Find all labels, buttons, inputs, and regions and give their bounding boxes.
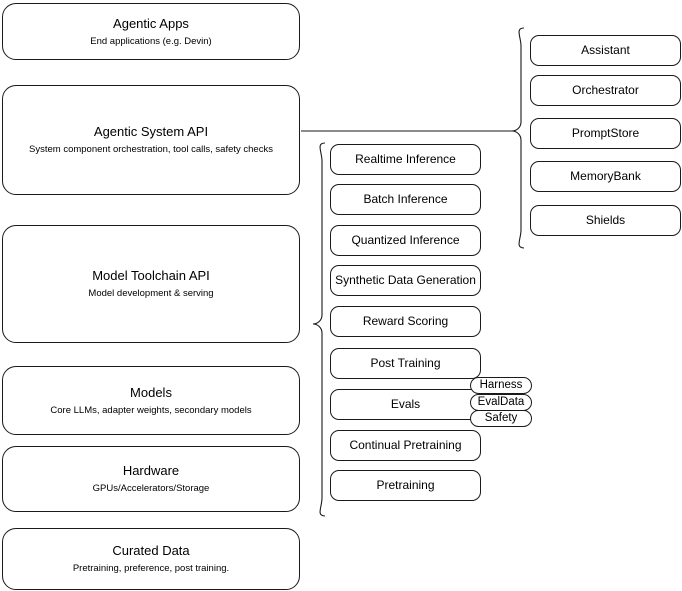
- evals-badge[interactable]: Harness: [470, 377, 532, 394]
- toolchain-item[interactable]: Reward Scoring: [330, 306, 481, 337]
- layer-title: Models: [130, 384, 172, 400]
- toolchain-brace: [312, 142, 326, 517]
- layer-title: Curated Data: [112, 543, 190, 558]
- layer-subtitle: GPUs/Accelerators/Storage: [92, 483, 210, 494]
- system-component-item[interactable]: Shields: [530, 205, 681, 236]
- layer-subtitle: Pretraining, preference, post training.: [72, 563, 230, 574]
- toolchain-item[interactable]: Batch Inference: [330, 184, 481, 215]
- toolchain-item[interactable]: Pretraining: [330, 470, 481, 501]
- toolchain-item[interactable]: Post Training: [330, 348, 481, 379]
- system-component-item[interactable]: PromptStore: [530, 118, 681, 149]
- system-brace: [511, 27, 525, 249]
- layer-card-model-toolchain-api[interactable]: Model Toolchain API Model development & s…: [2, 225, 300, 343]
- layer-subtitle: System component orchestration, tool cal…: [29, 144, 273, 155]
- layer-title: Hardware: [122, 463, 180, 478]
- layer-subtitle: Model development & serving: [88, 288, 214, 299]
- layer-title: Agentic Apps: [113, 15, 189, 31]
- toolchain-item[interactable]: Evals: [330, 389, 481, 420]
- layer-title: Model Toolchain API: [92, 268, 210, 283]
- layer-card-agentic-system-api[interactable]: Agentic System API System component orche…: [2, 85, 300, 195]
- toolchain-item[interactable]: Realtime Inference: [330, 144, 481, 175]
- system-component-item[interactable]: Assistant: [530, 35, 681, 66]
- system-component-item[interactable]: Orchestrator: [530, 75, 681, 106]
- toolchain-item[interactable]: Synthetic Data Generation: [330, 265, 481, 296]
- evals-badge[interactable]: Safety: [470, 410, 532, 427]
- layer-subtitle: Core LLMs, adapter weights, secondary mo…: [50, 404, 252, 416]
- system-component-item[interactable]: MemoryBank: [530, 161, 681, 192]
- layer-title: Agentic System API: [93, 124, 209, 139]
- layer-subtitle: End applications (e.g. Devin): [90, 35, 212, 47]
- evals-badge[interactable]: EvalData: [470, 394, 532, 411]
- toolchain-item[interactable]: Continual Pretraining: [330, 430, 481, 461]
- toolchain-item[interactable]: Quantized Inference: [330, 225, 481, 256]
